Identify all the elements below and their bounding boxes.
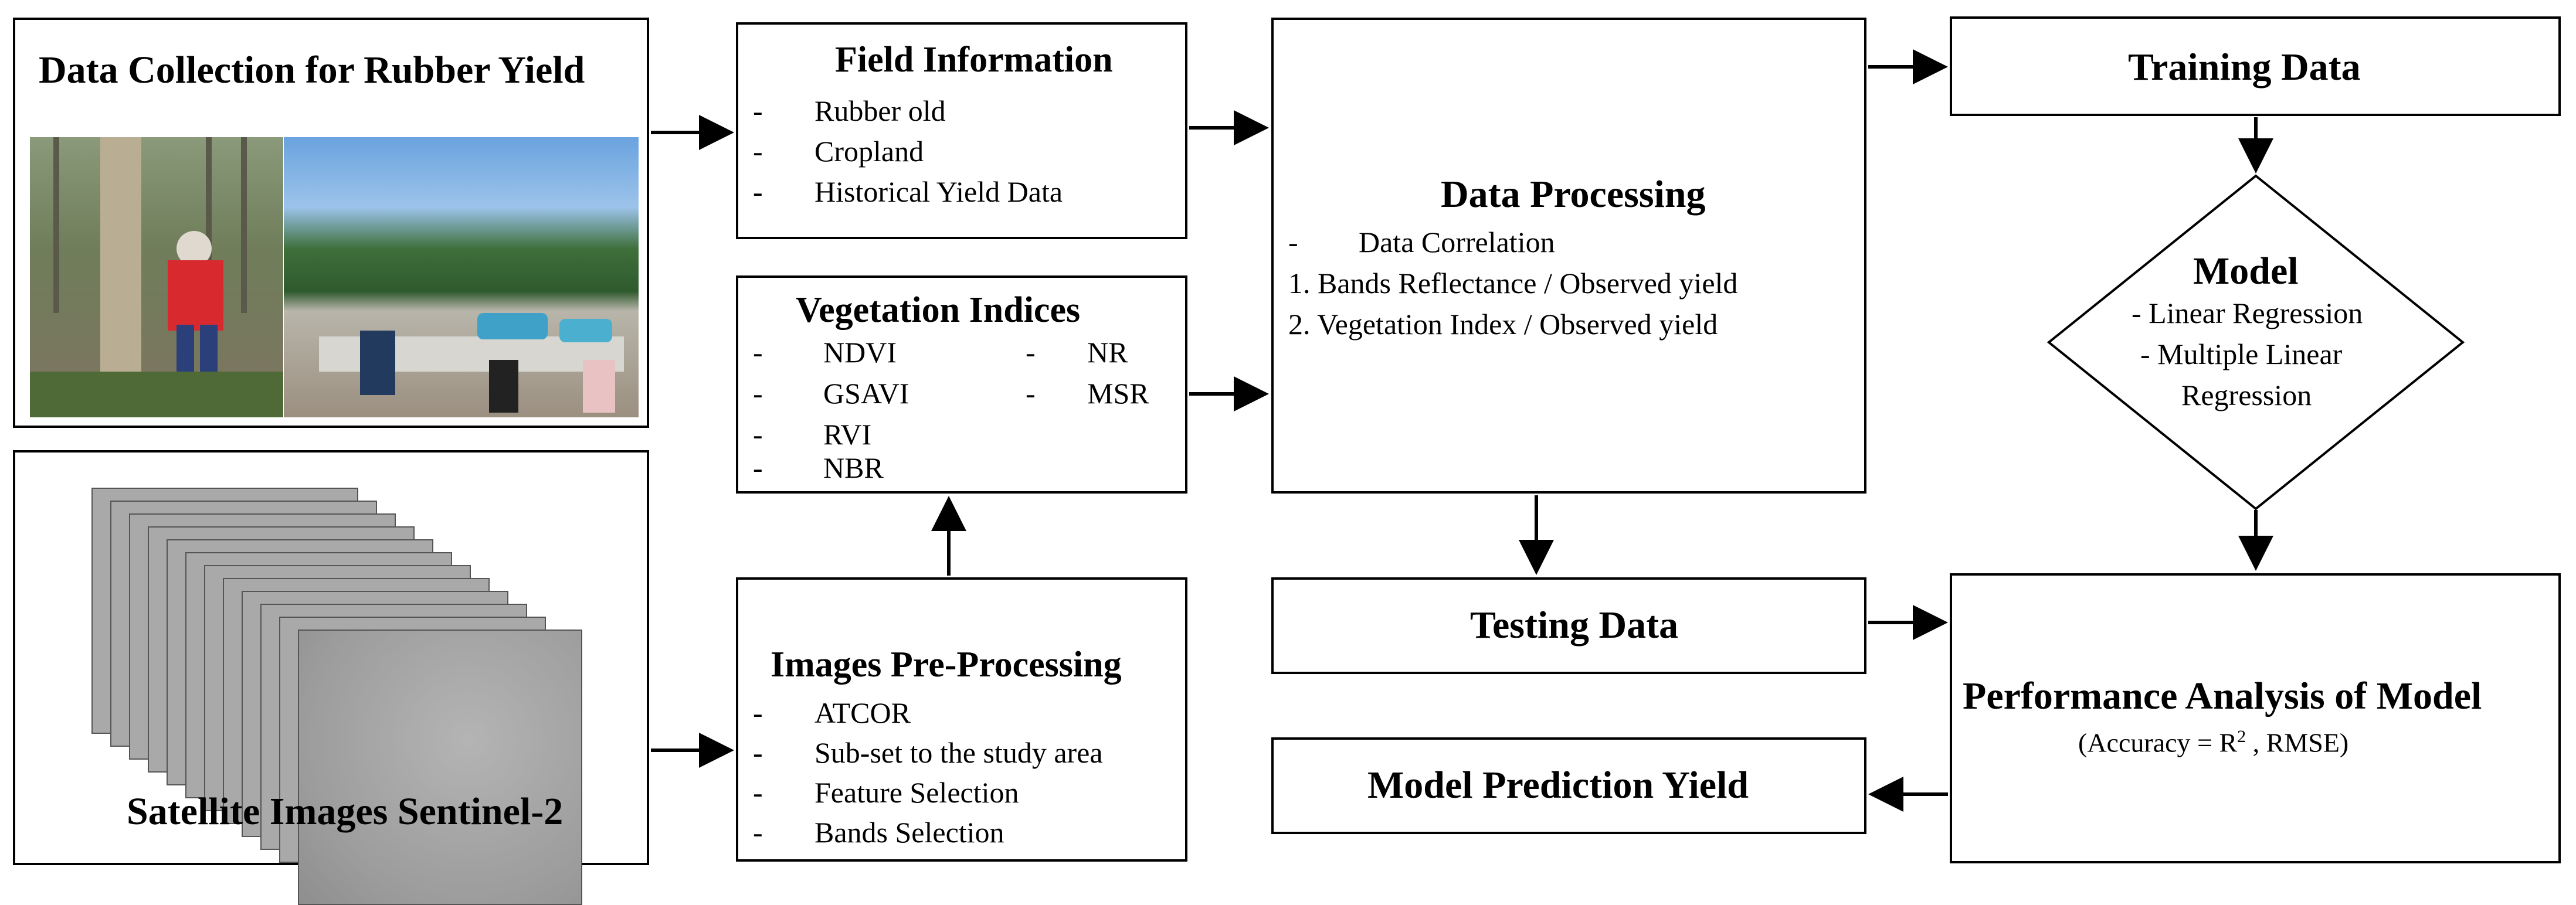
images-preprocessing-box: Images Pre-Processing - ATCOR - Sub-set … bbox=[736, 577, 1187, 862]
vegetation-item: NR bbox=[1087, 336, 1128, 369]
rubber-farm-photo bbox=[284, 137, 639, 417]
field-information-box: Field Information - Rubber old - Croplan… bbox=[736, 22, 1187, 239]
images-preprocessing-title: Images Pre-Processing bbox=[771, 645, 1122, 685]
model-prediction-title: Model Prediction Yield bbox=[1367, 764, 1749, 807]
field-item: Cropland bbox=[814, 135, 924, 168]
satellite-image-stack bbox=[15, 452, 651, 905]
preprocessing-item: Feature Selection bbox=[814, 776, 1019, 809]
performance-analysis-title: Performance Analysis of Model bbox=[1963, 675, 2482, 717]
vegetation-indices-box: Vegetation Indices - NDVI - GSAVI - RVI … bbox=[736, 275, 1187, 494]
satellite-title: Satellite Images Sentinel-2 bbox=[127, 790, 564, 833]
testing-data-title: Testing Data bbox=[1470, 604, 1679, 647]
vegetation-item: MSR bbox=[1087, 377, 1149, 410]
preprocessing-item: Sub-set to the study area bbox=[814, 736, 1103, 769]
model-prediction-box: Model Prediction Yield bbox=[1271, 737, 1866, 834]
data-processing-item: 1. Bands Reflectance / Observed yield bbox=[1288, 267, 1738, 300]
satellite-images-box: Satellite Images Sentinel-2 bbox=[13, 450, 651, 905]
performance-analysis-box: Performance Analysis of Model (Accuracy … bbox=[1950, 573, 2561, 863]
field-item: Historical Yield Data bbox=[814, 175, 1063, 208]
model-item: Regression bbox=[2181, 379, 2312, 411]
vegetation-item: RVI bbox=[823, 418, 872, 451]
model-item: - Multiple Linear bbox=[2140, 338, 2343, 370]
testing-data-box: Testing Data bbox=[1271, 577, 1866, 674]
preprocessing-item: Bands Selection bbox=[814, 816, 1004, 849]
training-data-box: Training Data bbox=[1950, 16, 2561, 116]
data-correlation-label: Data Correlation bbox=[1359, 226, 1555, 258]
vegetation-item: NBR bbox=[823, 451, 884, 484]
vegetation-item: NDVI bbox=[823, 336, 897, 369]
preprocessing-item: ATCOR bbox=[814, 696, 911, 729]
field-item: Rubber old bbox=[814, 94, 946, 127]
model-title: Model bbox=[2193, 250, 2299, 292]
data-processing-item: 2. Vegetation Index / Observed yield bbox=[1288, 308, 1718, 341]
vegetation-indices-title: Vegetation Indices bbox=[796, 290, 1081, 330]
data-processing-box: Data Processing - Data Correlation 1. Ba… bbox=[1271, 18, 1866, 494]
rubber-tapping-photo bbox=[30, 137, 283, 417]
satellite-image-frame bbox=[298, 630, 582, 905]
model-item: - Linear Regression bbox=[2132, 297, 2363, 329]
vegetation-item: GSAVI bbox=[823, 377, 909, 410]
data-processing-title: Data Processing bbox=[1441, 173, 1706, 216]
performance-subtitle: (Accuracy = R2 , RMSE) bbox=[2078, 727, 2349, 758]
training-data-title: Training Data bbox=[2128, 46, 2361, 89]
field-information-title: Field Information bbox=[835, 40, 1113, 80]
data-collection-box: Data Collection for Rubber Yield bbox=[13, 18, 649, 428]
data-collection-title: Data Collection for Rubber Yield bbox=[39, 49, 585, 91]
